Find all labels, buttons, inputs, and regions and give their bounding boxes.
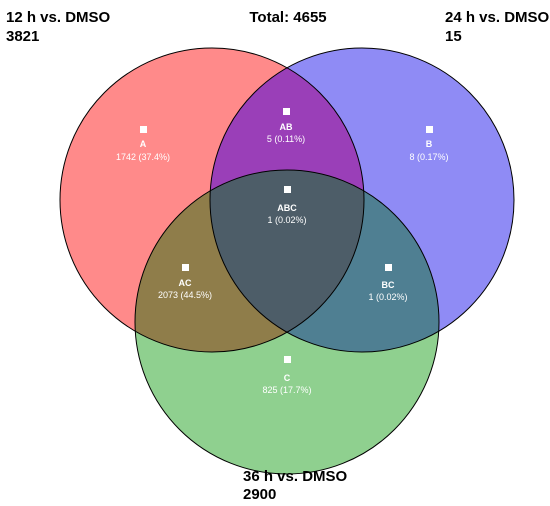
region-abc-name: ABC (277, 203, 297, 213)
region-a-marker (140, 126, 147, 133)
region-c-value: 825 (17.7%) (262, 385, 311, 395)
region-b-marker (426, 126, 433, 133)
region-abc-value: 1 (0.02%) (267, 215, 306, 225)
region-ac-marker (182, 264, 189, 271)
set-b-count: 15 (445, 28, 462, 45)
set-c-count: 2900 (243, 486, 276, 503)
region-c-marker (284, 356, 291, 363)
region-b-value: 8 (0.17%) (409, 152, 448, 162)
set-b-outline (209, 47, 515, 353)
region-ab-marker (283, 108, 290, 115)
set-a-count: 3821 (6, 28, 39, 45)
set-c-name: 36 h vs. DMSO (243, 468, 348, 485)
region-c-name: C (284, 373, 291, 383)
region-ac-value: 2073 (44.5%) (158, 290, 212, 300)
set-a-name: 12 h vs. DMSO (6, 9, 111, 26)
region-bc-marker (385, 264, 392, 271)
region-ac-name: AC (179, 278, 192, 288)
set-c-outline (134, 169, 440, 475)
region-ab-value: 5 (0.11%) (267, 134, 305, 144)
region-b-name: B (426, 139, 433, 149)
region-abc-marker (284, 186, 291, 193)
region-a-name: A (140, 139, 147, 149)
set-b-name: 24 h vs. DMSO (445, 9, 550, 26)
set-a-outline (59, 47, 365, 353)
region-bc-name: BC (382, 280, 395, 290)
total-label: Total: 4655 (249, 9, 326, 26)
region-bc-value: 1 (0.02%) (368, 292, 407, 302)
region-ab-name: AB (280, 122, 293, 132)
region-a-value: 1742 (37.4%) (116, 152, 170, 162)
